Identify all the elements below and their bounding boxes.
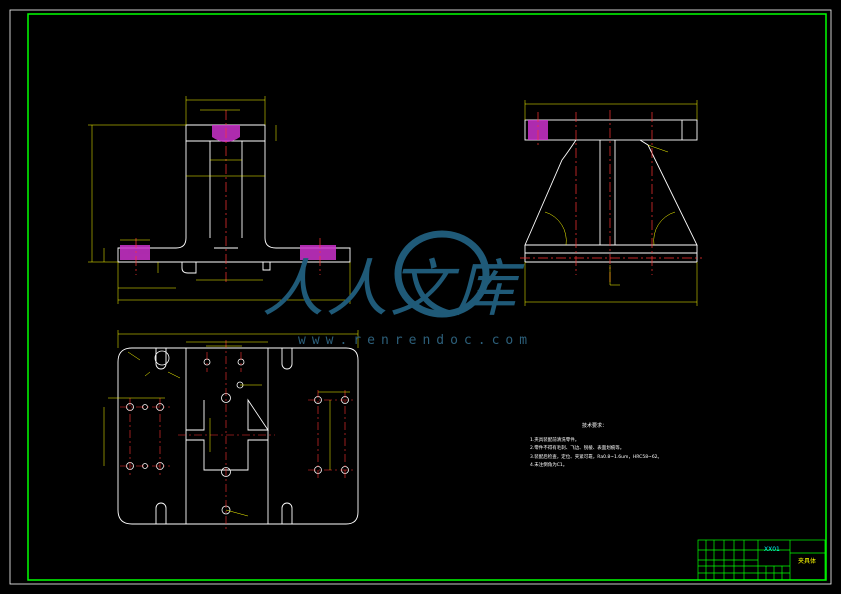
technical-requirements: 技术要求： 1.夹具装配前清洗零件。 2.零件不得有毛刺、飞边、锐棱、表面划痕等… bbox=[530, 422, 662, 471]
watermark-url: www.renrendoc.com bbox=[298, 333, 534, 348]
watermark-logo bbox=[394, 230, 490, 318]
side-view-dimensions bbox=[524, 100, 698, 306]
drawing-number: XX01 bbox=[764, 546, 780, 553]
watermark-characters: 人人文库 bbox=[262, 252, 519, 325]
title-block bbox=[697, 539, 826, 581]
side-view bbox=[524, 119, 698, 263]
inner-frame bbox=[27, 13, 827, 581]
requirement-item: 1.夹具装配前清洗零件。 bbox=[530, 437, 580, 443]
top-view-dimensions bbox=[103, 330, 359, 517]
part-name: 夹具体 bbox=[798, 558, 817, 565]
technical-requirements-title: 技术要求： bbox=[582, 423, 608, 429]
requirement-item: 3.装配后检查，定位、夹紧可靠，Ra0.8~1.6um，HRC58~62。 bbox=[530, 454, 663, 460]
side-view-centerlines bbox=[520, 110, 702, 285]
requirement-item: 4.未注倒角为C1。 bbox=[530, 463, 568, 468]
top-view bbox=[117, 347, 359, 525]
outer-frame bbox=[9, 9, 832, 585]
top-view-centerlines bbox=[120, 340, 355, 530]
requirement-item: 2.零件不得有毛刺、飞边、锐棱、表面划痕等。 bbox=[530, 446, 625, 451]
front-view-dimensions bbox=[88, 96, 351, 304]
front-view bbox=[117, 124, 351, 274]
front-view-centerlines bbox=[135, 110, 321, 285]
